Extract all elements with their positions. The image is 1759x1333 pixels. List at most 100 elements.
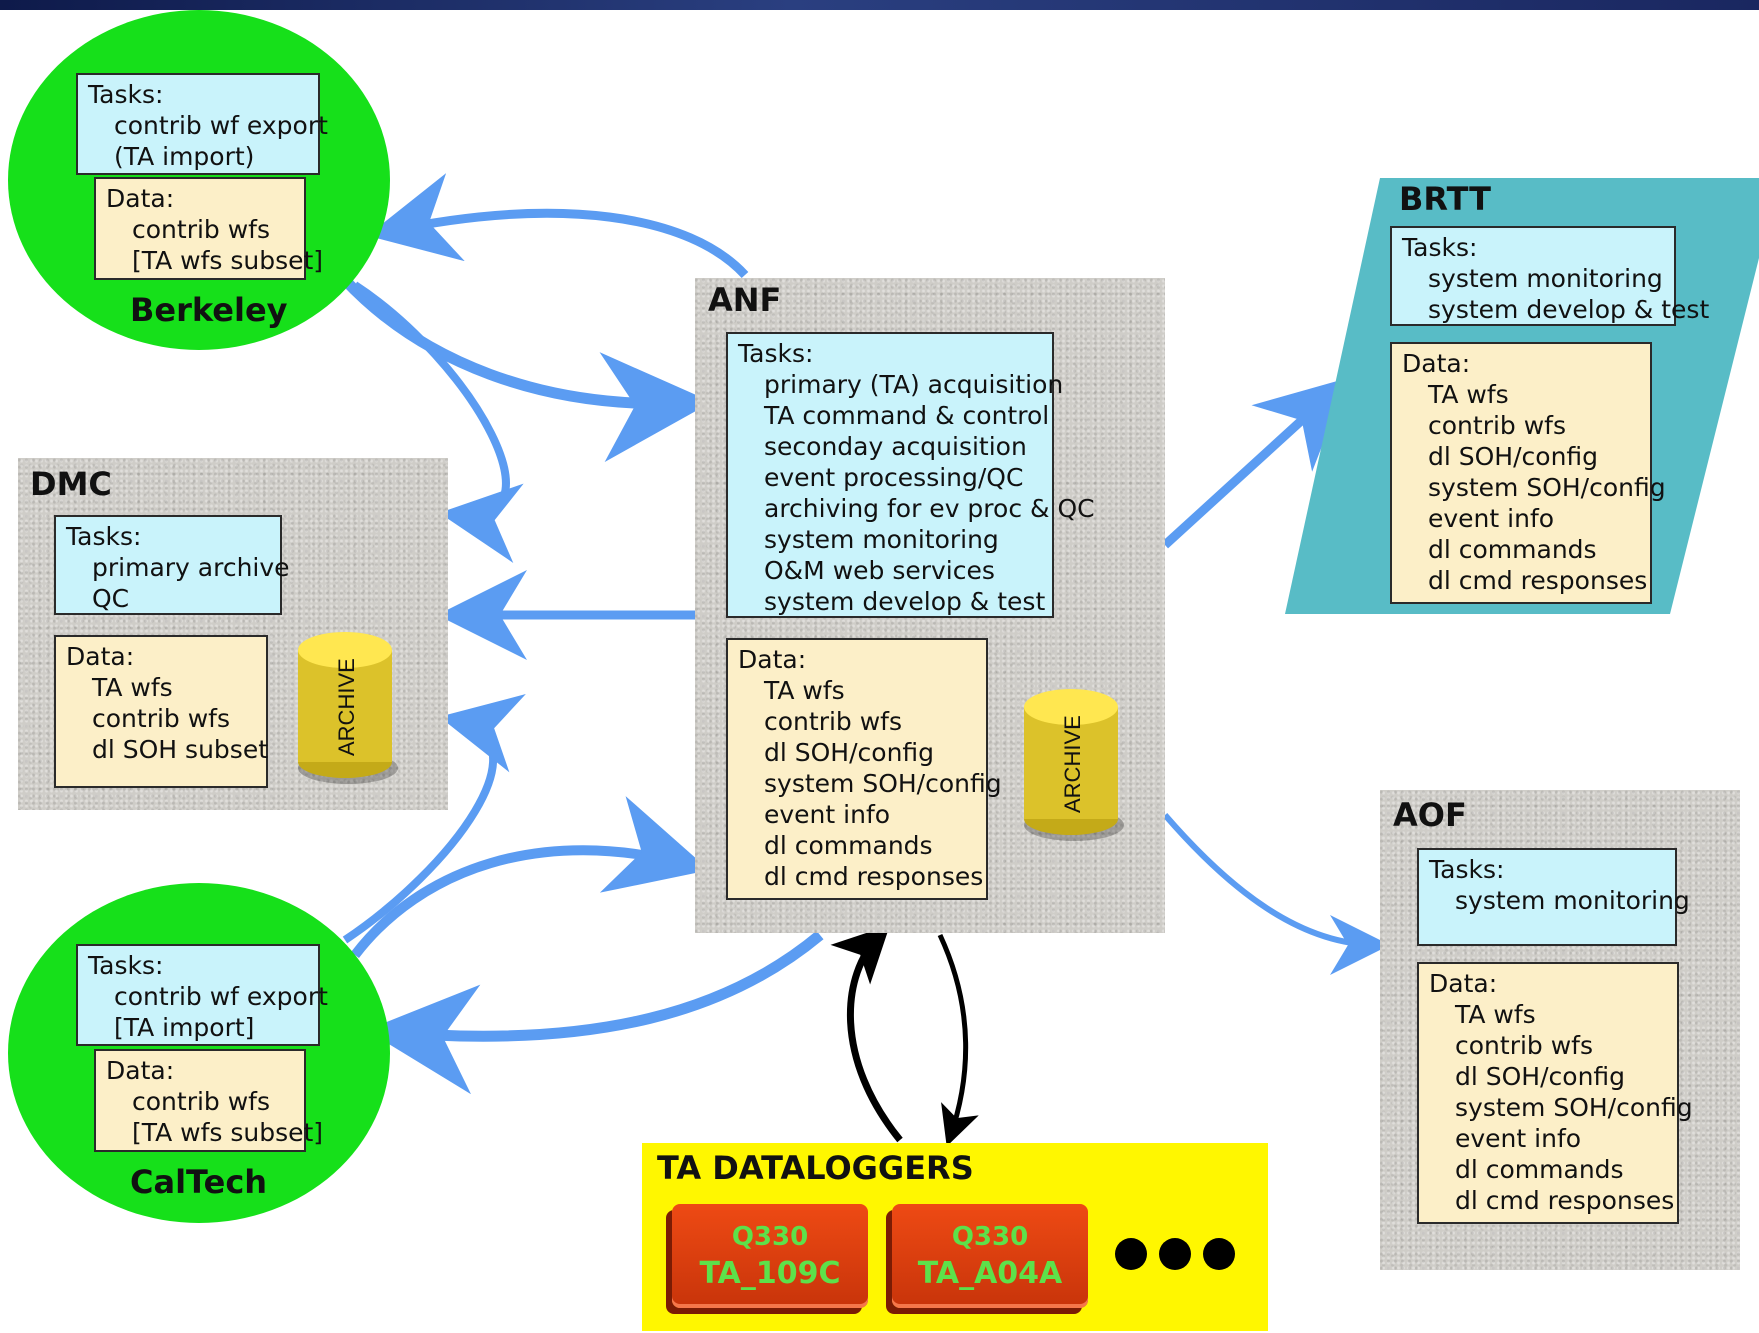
anf-tasks-label: Tasks: bbox=[738, 339, 814, 368]
top-banner-strip bbox=[0, 0, 1759, 10]
brtt-data-item: contrib wfs bbox=[1428, 411, 1567, 440]
datalogger-model: Q330 bbox=[951, 1222, 1029, 1252]
caltech-data-item: contrib wfs bbox=[132, 1087, 271, 1116]
caltech-tasks-box: Tasks: contrib wf export [TA import] bbox=[76, 944, 328, 1046]
anf-task-item: O&M web services bbox=[764, 556, 995, 585]
anf-task-item: primary (TA) acquisition bbox=[764, 370, 1064, 399]
berkeley-data-label: Data: bbox=[106, 184, 175, 213]
aof-data-item: event info bbox=[1455, 1124, 1582, 1153]
anf-task-item: seconday acquisition bbox=[764, 432, 1027, 461]
aof-task-item: system monitoring bbox=[1455, 886, 1690, 915]
berkeley-tasks-box: Tasks: contrib wf export (TA import) bbox=[76, 73, 328, 175]
caltech-title: CalTech bbox=[130, 1163, 268, 1201]
brtt-tasks-label: Tasks: bbox=[1402, 233, 1478, 262]
arrow-dataloggers-to-anf bbox=[830, 925, 903, 1143]
berkeley-tasks-label: Tasks: bbox=[88, 80, 164, 109]
arrow-berkeley-to-anf bbox=[340, 276, 712, 463]
caltech-data-box: Data: contrib wfs [TA wfs subset] bbox=[94, 1049, 324, 1152]
anf-task-item: system monitoring bbox=[764, 525, 999, 554]
arrow-caltech-to-anf bbox=[351, 796, 710, 959]
brtt-data-item: system SOH/config bbox=[1428, 473, 1666, 502]
aof-tasks-box: Tasks: system monitoring bbox=[1417, 848, 1690, 946]
dmc-data-box: Data: TA wfs contrib wfs dl SOH subset bbox=[54, 635, 268, 788]
dmc-data-item: contrib wfs bbox=[92, 704, 231, 733]
ellipsis-dot bbox=[1203, 1238, 1235, 1270]
datalogger-model: Q330 bbox=[731, 1222, 809, 1252]
caltech-task-item: [TA import] bbox=[114, 1013, 255, 1042]
berkeley-task-item: contrib wf export bbox=[114, 111, 328, 140]
brtt-data-label: Data: bbox=[1402, 349, 1471, 378]
anf-title: ANF bbox=[708, 281, 782, 319]
anf-task-item: TA command & control bbox=[764, 401, 1050, 430]
ellipsis-dot bbox=[1115, 1238, 1147, 1270]
brtt-tasks-box: Tasks: system monitoring system develop … bbox=[1390, 226, 1710, 326]
berkeley-data-item: contrib wfs bbox=[132, 215, 271, 244]
berkeley-task-item: (TA import) bbox=[114, 142, 255, 171]
q330-datalogger-icon: Q330 TA_109C bbox=[672, 1204, 868, 1308]
anf-archive-icon: ARCHIVE bbox=[1024, 689, 1124, 841]
dmc-archive-label: ARCHIVE bbox=[334, 658, 359, 756]
arrow-anf-to-berkeley bbox=[367, 173, 749, 279]
q330-datalogger-icon: Q330 TA_A04A bbox=[892, 1204, 1088, 1308]
berkeley-data-item: [TA wfs subset] bbox=[132, 246, 324, 275]
anf-data-item: event info bbox=[764, 800, 891, 829]
arrow-caltech-to-dmc bbox=[342, 694, 526, 944]
anf-data-box: Data: TA wfs contrib wfs dl SOH/config s… bbox=[726, 638, 1002, 900]
anf-task-item: system develop & test bbox=[764, 587, 1046, 616]
anf-data-item: contrib wfs bbox=[764, 707, 903, 736]
brtt-data-item: dl cmd responses bbox=[1428, 566, 1648, 595]
aof-data-item: dl SOH/config bbox=[1455, 1062, 1626, 1091]
aof-data-item: dl cmd responses bbox=[1455, 1186, 1675, 1215]
brtt-data-item: dl SOH/config bbox=[1428, 442, 1599, 471]
caltech-data-item: [TA wfs subset] bbox=[132, 1118, 324, 1147]
dataloggers-title: TA DATALOGGERS bbox=[657, 1149, 974, 1187]
berkeley-title: Berkeley bbox=[130, 291, 288, 329]
brtt-data-item: TA wfs bbox=[1428, 380, 1509, 409]
aof-data-item: dl commands bbox=[1455, 1155, 1624, 1184]
dmc-task-item: primary archive bbox=[92, 553, 290, 582]
dmc-title: DMC bbox=[30, 465, 112, 503]
dmc-data-label: Data: bbox=[66, 642, 135, 671]
brtt-data-box: Data: TA wfs contrib wfs dl SOH/config s… bbox=[1390, 342, 1666, 604]
arrow-anf-to-caltech bbox=[366, 930, 824, 1095]
arrow-anf-to-aof bbox=[1162, 813, 1390, 975]
aof-data-item: contrib wfs bbox=[1455, 1031, 1594, 1060]
anf-task-item: event processing/QC bbox=[764, 463, 1024, 492]
anf-data-item: dl commands bbox=[764, 831, 933, 860]
anf-tasks-box: Tasks: primary (TA) acquisition TA comma… bbox=[726, 332, 1095, 618]
berkeley-data-box: Data: contrib wfs [TA wfs subset] bbox=[94, 177, 324, 280]
caltech-tasks-label: Tasks: bbox=[88, 951, 164, 980]
dmc-tasks-label: Tasks: bbox=[66, 522, 142, 551]
anf-data-item: dl SOH/config bbox=[764, 738, 935, 767]
dmc-task-item: QC bbox=[92, 584, 130, 613]
anf-data-item: system SOH/config bbox=[764, 769, 1002, 798]
aof-title: AOF bbox=[1393, 796, 1467, 834]
brtt-task-item: system monitoring bbox=[1428, 264, 1663, 293]
datalogger-station: TA_109C bbox=[699, 1256, 841, 1291]
ellipsis-dot bbox=[1159, 1238, 1191, 1270]
arrow-anf-to-dataloggers bbox=[937, 933, 979, 1147]
brtt-title: BRTT bbox=[1399, 180, 1491, 218]
dmc-archive-icon: ARCHIVE bbox=[298, 632, 398, 784]
anf-data-item: TA wfs bbox=[764, 676, 845, 705]
brtt-task-item: system develop & test bbox=[1428, 295, 1710, 324]
anf-data-item: dl cmd responses bbox=[764, 862, 984, 891]
arrow-berkeley-to-dmc bbox=[352, 281, 524, 563]
aof-data-item: system SOH/config bbox=[1455, 1093, 1693, 1122]
dmc-data-item: dl SOH subset bbox=[92, 735, 269, 764]
brtt-data-item: dl commands bbox=[1428, 535, 1597, 564]
ellipsis-icon bbox=[1115, 1238, 1247, 1274]
caltech-task-item: contrib wf export bbox=[114, 982, 328, 1011]
dmc-data-item: TA wfs bbox=[92, 673, 173, 702]
brtt-data-item: event info bbox=[1428, 504, 1555, 533]
anf-data-label: Data: bbox=[738, 645, 807, 674]
dmc-tasks-box: Tasks: primary archive QC bbox=[54, 515, 290, 615]
anf-archive-label: ARCHIVE bbox=[1060, 715, 1085, 813]
aof-data-label: Data: bbox=[1429, 969, 1498, 998]
aof-data-item: TA wfs bbox=[1455, 1000, 1536, 1029]
caltech-data-label: Data: bbox=[106, 1056, 175, 1085]
aof-data-box: Data: TA wfs contrib wfs dl SOH/config s… bbox=[1417, 962, 1693, 1224]
aof-tasks-label: Tasks: bbox=[1429, 855, 1505, 884]
arrow-anf-to-brtt bbox=[1161, 377, 1349, 549]
